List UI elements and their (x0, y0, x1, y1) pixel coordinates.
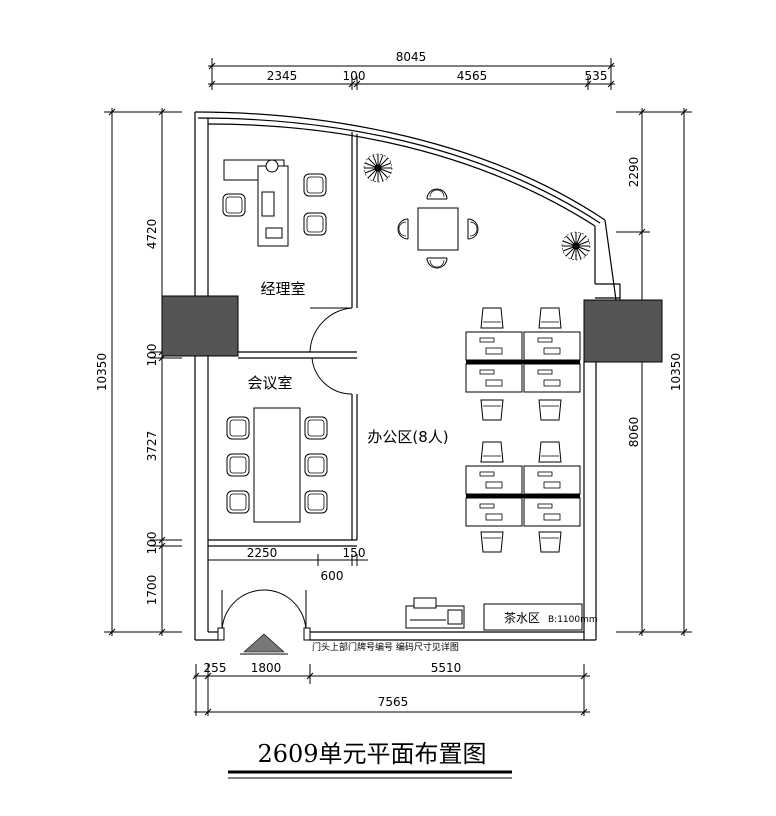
lounge-chair-icon (467, 218, 479, 240)
lounge-chair-icon (426, 188, 448, 200)
dim-inner-150: 150 (343, 546, 366, 560)
dim-top-seg-4: 535 (585, 69, 608, 83)
tea-counter-note: B:1100mm (548, 615, 598, 625)
dim-top-seg-3: 4565 (457, 69, 488, 83)
dim-right-seg-1: 2290 (627, 157, 641, 188)
meeting-chair-icon (226, 490, 250, 514)
meeting-chair-icon (226, 453, 250, 477)
dim-left-seg-4: 100 (145, 532, 159, 555)
plan-title: 2609单元平面布置图 (257, 740, 486, 768)
dim-right-seg-2: 8060 (627, 417, 641, 448)
dim-inner-2250: 2250 (247, 546, 278, 560)
printer-icon (405, 597, 465, 629)
workstation-cluster-2 (465, 465, 581, 527)
right-dimensions (616, 108, 692, 636)
entrance-note: 门头上部门牌号编号 编码尺寸见详图 (312, 641, 459, 653)
column-left (161, 295, 239, 357)
room-label-office: 办公区(8人) (367, 428, 448, 446)
desk-chair-icon (480, 531, 504, 553)
manager-desk (223, 159, 289, 247)
exterior-walls (194, 111, 621, 641)
desk-chair-icon (480, 399, 504, 421)
dim-left-total: 10350 (95, 353, 109, 391)
dim-left-seg-1: 4720 (145, 219, 159, 250)
dim-top-seg-2: 100 (343, 69, 366, 83)
meeting-chair-icon (304, 490, 328, 514)
desk-chair-icon (480, 307, 504, 329)
room-label-meeting: 会议室 (247, 374, 292, 392)
dim-inner-600: 600 (321, 569, 344, 583)
dim-top-seg-1: 2345 (267, 69, 298, 83)
left-dimensions (104, 108, 182, 636)
meeting-chair-icon (304, 416, 328, 440)
plant-icon (561, 231, 591, 261)
tea-counter (483, 603, 583, 631)
dim-bottom-total: 7565 (378, 695, 409, 709)
dim-left-seg-5: 1700 (145, 575, 159, 606)
guest-chair-icon (303, 212, 327, 236)
top-dimensions (208, 58, 615, 90)
interior-partitions (208, 132, 358, 547)
desk-chair-icon (538, 307, 562, 329)
round-table (417, 207, 459, 251)
desk-chair-icon (538, 531, 562, 553)
meeting-table (253, 407, 301, 523)
room-label-manager: 经理室 (260, 280, 305, 298)
meeting-chair-icon (304, 453, 328, 477)
dim-left-seg-2: 100 (145, 344, 159, 367)
dim-right-total: 10350 (669, 353, 683, 391)
bottom-dimensions (192, 664, 590, 716)
dim-bottom-seg-3: 5510 (431, 661, 462, 675)
desk-chair-icon (538, 399, 562, 421)
workstation-cluster-1 (465, 331, 581, 393)
dim-bottom-seg-2: 1800 (251, 661, 282, 675)
dim-left-seg-3: 3727 (145, 431, 159, 462)
entrance-marker-icon (240, 633, 288, 655)
desk-chair-icon (480, 441, 504, 463)
desk-chair-icon (538, 441, 562, 463)
meeting-chair-icon (226, 416, 250, 440)
dim-bottom-seg-1: 255 (204, 661, 227, 675)
guest-chair-icon (303, 173, 327, 197)
manager-chair-icon (222, 193, 246, 217)
dim-top-total: 8045 (396, 50, 427, 64)
column-right (583, 299, 663, 363)
plant-icon (363, 153, 393, 183)
lounge-chair-icon (397, 218, 409, 240)
lounge-chair-icon (426, 257, 448, 269)
doors (217, 307, 353, 641)
room-label-tea: 茶水区 (504, 610, 540, 625)
